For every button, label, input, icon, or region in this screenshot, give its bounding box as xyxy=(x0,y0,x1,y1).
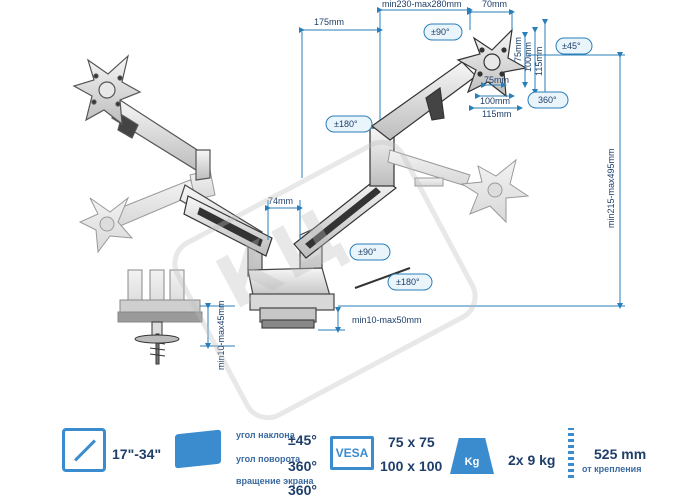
left-lower-arm xyxy=(183,195,273,257)
dim-arm-span: min230-max280mm xyxy=(382,0,462,9)
dim-vesa-75-h: 75mm xyxy=(484,75,509,85)
tilt-label: угол наклона xyxy=(236,430,295,440)
vesa-value-1: 75 x 75 xyxy=(388,434,435,450)
spec-strip: 17"-34" угол наклона угол поворота враще… xyxy=(0,418,700,500)
dimension-lines xyxy=(200,7,625,349)
desk-edge-line xyxy=(354,267,411,289)
dimension-labels: 175mm min230-max280mm 70mm ±90° ±45° 75m… xyxy=(216,0,616,370)
reach-value: 525 mm xyxy=(594,446,647,462)
weight-value: 2x 9 kg xyxy=(508,452,556,468)
dim-vesa-115-v: 115mm xyxy=(534,47,544,76)
rotation-value: 360° xyxy=(288,482,317,498)
rotation-label: вращение экрана xyxy=(236,476,314,486)
dim-vesa-100-h: 100mm xyxy=(480,96,510,106)
reach-label: от крепления xyxy=(582,464,642,474)
right-vesa-plate-ghost xyxy=(460,158,530,224)
weight-badge-label: Kg xyxy=(464,456,480,468)
vesa-badge-label: VESA xyxy=(335,446,369,460)
right-arm-ghost xyxy=(387,149,530,224)
swivel-label: угол поворота xyxy=(236,454,301,464)
screen-size-value: 17"-34" xyxy=(112,446,162,462)
weight-icon: Kg xyxy=(450,438,494,474)
left-vesa-plate-ghost xyxy=(78,196,134,254)
dim-vesa-75-v: 75mm xyxy=(513,37,523,62)
dim-tilt-90-top: ±90° xyxy=(431,27,450,37)
dim-depth-70: 70mm xyxy=(482,0,507,9)
screen-size-icon xyxy=(62,428,106,472)
left-vesa-plate xyxy=(72,54,142,126)
monitor-icon xyxy=(175,429,221,469)
vesa-badge: VESA xyxy=(330,436,374,470)
vesa-value-2: 100 x 100 xyxy=(380,458,443,474)
grommet-screw xyxy=(134,321,180,365)
dim-grommet-thickness: min10-max50mm xyxy=(352,315,422,325)
right-upper-arm xyxy=(370,61,477,141)
dim-tilt-45: ±45° xyxy=(562,41,581,51)
dim-vesa-115-h: 115mm xyxy=(482,109,511,119)
dim-swivel-180-bottom: ±180° xyxy=(396,277,420,287)
tilt-value: ±45° xyxy=(288,432,317,448)
dim-vesa-100-v: 100mm xyxy=(523,42,533,72)
dim-clamp-thickness: min10-max45mm xyxy=(216,300,226,370)
dim-swivel-180-top: ±180° xyxy=(334,119,358,129)
rotation-bubbles xyxy=(325,23,593,291)
reach-icon xyxy=(568,428,574,478)
dim-swivel-90-bottom: ±90° xyxy=(358,247,377,257)
right-lower-arm xyxy=(293,175,397,259)
dim-width-top: 175mm xyxy=(314,17,344,27)
diagram-drawing: 175mm min230-max280mm 70mm ±90° ±45° 75m… xyxy=(72,0,625,370)
left-arm xyxy=(72,54,211,181)
dim-pole-74: 74mm xyxy=(268,196,293,206)
dim-height-range: min215-max495mm xyxy=(606,148,616,228)
swivel-value: 360° xyxy=(288,458,317,474)
dim-rotate-360: 360° xyxy=(538,95,557,105)
